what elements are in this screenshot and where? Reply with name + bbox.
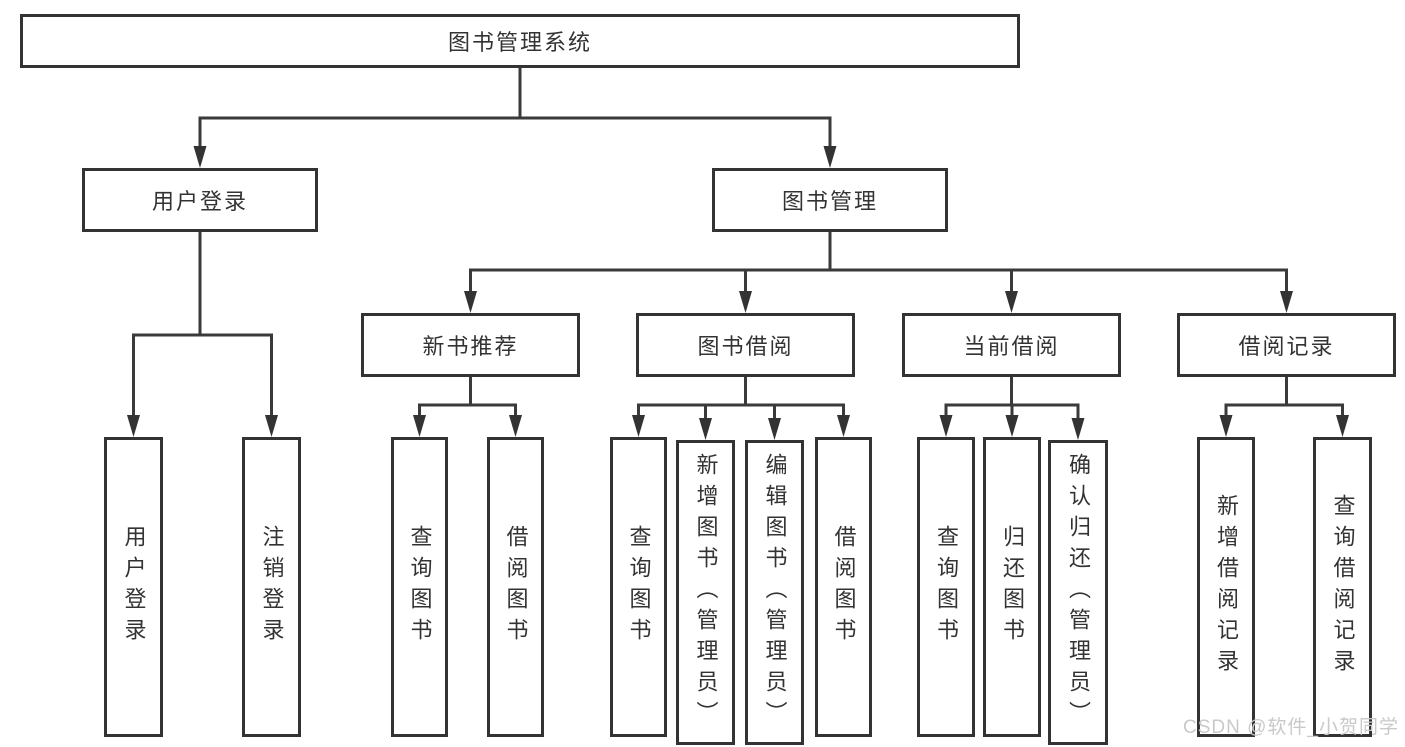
leaf-records-query-record-label: 查询借阅记录 bbox=[1330, 494, 1356, 680]
arrow-down-icon bbox=[1219, 415, 1233, 437]
leaf-records-query-record: 查询借阅记录 bbox=[1313, 437, 1372, 737]
arrow-down-icon bbox=[413, 415, 426, 437]
leaf-newrec-query-books-label: 查询图书 bbox=[407, 525, 433, 649]
leaf-current-query-books-label: 查询图书 bbox=[934, 525, 959, 649]
node-borrow-records-label: 借阅记录 bbox=[1238, 334, 1335, 359]
node-borrow-records: 借阅记录 bbox=[1177, 313, 1396, 377]
arrow-down-icon bbox=[193, 146, 207, 168]
leaf-user-login-label: 用户登录 bbox=[121, 525, 147, 649]
leaf-borrow-edit-books-admin-label: 编辑图书（管理员） bbox=[762, 453, 788, 732]
csdn-watermark: CSDN @软件_小贺同学 bbox=[1183, 717, 1399, 738]
leaf-borrow-add-books-admin-label: 新增图书（管理员） bbox=[693, 453, 719, 732]
arrow-down-icon bbox=[265, 415, 278, 437]
leaf-logout: 注销登录 bbox=[242, 437, 301, 737]
node-system-root-label: 图书管理系统 bbox=[447, 30, 592, 55]
leaf-current-query-books: 查询图书 bbox=[917, 437, 975, 737]
leaf-borrow-borrow-books: 借阅图书 bbox=[815, 437, 872, 737]
leaf-current-return-books: 归还图书 bbox=[983, 437, 1041, 737]
leaf-records-add-record-label: 新增借阅记录 bbox=[1214, 494, 1239, 680]
arrowheads bbox=[127, 146, 1349, 440]
leaf-borrow-borrow-books-label: 借阅图书 bbox=[831, 525, 857, 649]
node-new-book-recommend: 新书推荐 bbox=[361, 313, 580, 377]
arrow-down-icon bbox=[632, 415, 645, 437]
arrow-down-icon bbox=[699, 418, 712, 440]
node-book-management: 图书管理 bbox=[712, 168, 948, 232]
arrow-down-icon bbox=[127, 415, 140, 437]
leaf-newrec-borrow-books-label: 借阅图书 bbox=[503, 525, 529, 649]
node-current-borrow-label: 当前借阅 bbox=[963, 334, 1060, 359]
node-user-login: 用户登录 bbox=[82, 168, 318, 232]
leaf-current-confirm-return-admin-label: 确认归还（管理员） bbox=[1066, 453, 1091, 732]
arrow-down-icon bbox=[1071, 418, 1085, 440]
node-book-borrow: 图书借阅 bbox=[636, 313, 855, 377]
node-book-management-label: 图书管理 bbox=[781, 189, 878, 214]
arrow-down-icon bbox=[464, 291, 477, 313]
arrow-down-icon bbox=[739, 291, 752, 313]
node-current-borrow: 当前借阅 bbox=[902, 313, 1121, 377]
leaf-records-add-record: 新增借阅记录 bbox=[1197, 437, 1255, 737]
leaf-current-return-books-label: 归还图书 bbox=[1000, 525, 1025, 649]
arrow-down-icon bbox=[1005, 415, 1019, 437]
leaf-borrow-add-books-admin: 新增图书（管理员） bbox=[676, 440, 735, 745]
leaf-borrow-edit-books-admin: 编辑图书（管理员） bbox=[745, 440, 804, 745]
arrow-down-icon bbox=[837, 415, 850, 437]
node-book-borrow-label: 图书借阅 bbox=[697, 334, 794, 359]
arrow-down-icon bbox=[509, 415, 522, 437]
leaf-logout-label: 注销登录 bbox=[259, 525, 285, 649]
leaf-user-login: 用户登录 bbox=[104, 437, 163, 737]
node-system-root: 图书管理系统 bbox=[20, 14, 1020, 68]
node-new-book-recommend-label: 新书推荐 bbox=[422, 334, 519, 359]
arrow-down-icon bbox=[939, 415, 953, 437]
arrow-down-icon bbox=[823, 146, 837, 168]
arrow-down-icon bbox=[768, 418, 781, 440]
leaf-current-confirm-return-admin: 确认归还（管理员） bbox=[1048, 440, 1108, 745]
leaf-newrec-query-books: 查询图书 bbox=[391, 437, 448, 737]
arrow-down-icon bbox=[1280, 291, 1293, 313]
arrow-down-icon bbox=[1005, 291, 1018, 313]
leaf-borrow-query-books-label: 查询图书 bbox=[626, 525, 652, 649]
leaf-borrow-query-books: 查询图书 bbox=[610, 437, 667, 737]
arrow-down-icon bbox=[1336, 415, 1349, 437]
node-user-login-label: 用户登录 bbox=[151, 189, 248, 214]
leaf-newrec-borrow-books: 借阅图书 bbox=[487, 437, 544, 737]
